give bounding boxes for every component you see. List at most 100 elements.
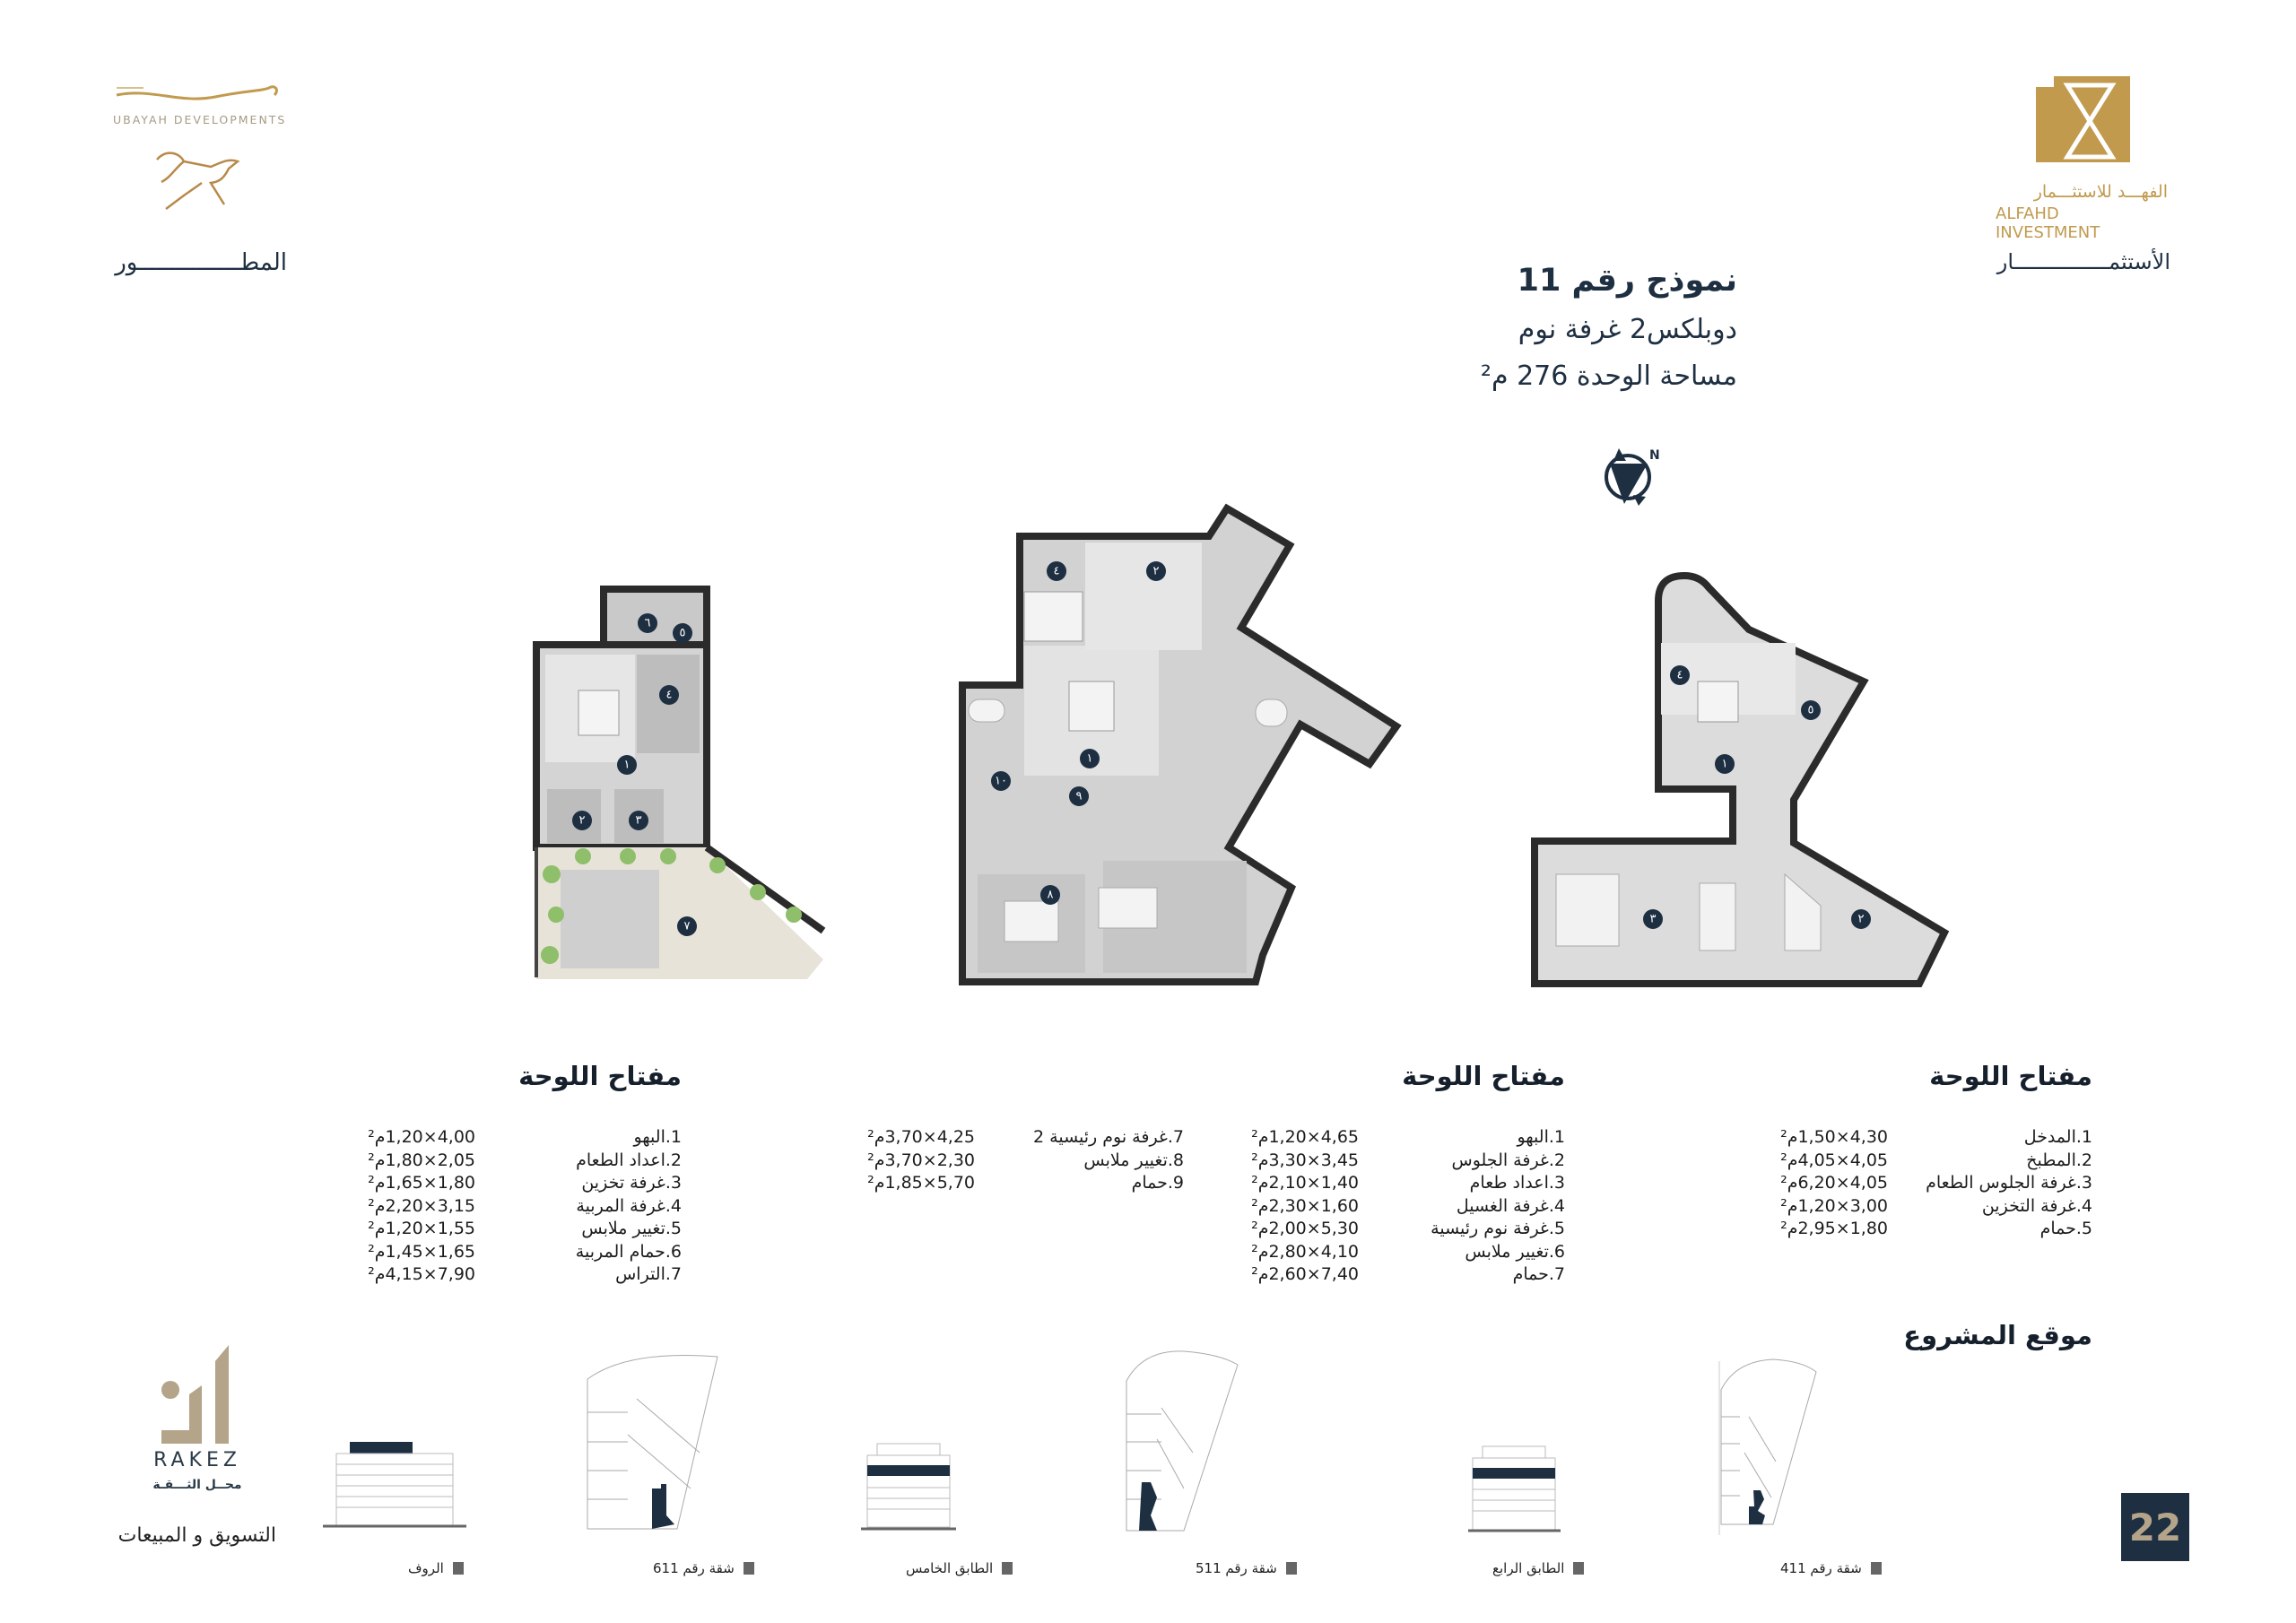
legend-dims: 7,40×2,60م² xyxy=(1251,1264,1359,1284)
legend-item: 7.غرفة نوم رئيسية 2 xyxy=(1033,1127,1184,1147)
unit-type: دوبلكس2 غرفة نوم xyxy=(1518,314,1737,345)
legend-ground-dims: 4,30×1,50م² 4,05×4,05م² 4,05×6,20م² 3,00… xyxy=(1780,1126,1888,1241)
alfahd-emblem-icon xyxy=(2036,76,2130,162)
legend-item: 4.غرفة الغسيل xyxy=(1456,1195,1565,1216)
label-text: شقة رقم 511 xyxy=(1196,1560,1277,1576)
legend-item: 3.غرفة تخزين xyxy=(581,1173,682,1193)
legend-dims: 1,40×2,10م² xyxy=(1251,1173,1359,1193)
legend-square-icon xyxy=(1573,1562,1585,1575)
legend-item: 6.تغيير ملابس xyxy=(1465,1241,1565,1262)
legend-dims: 1,65×1,45م² xyxy=(368,1241,475,1262)
legend-dims: 2,05×1,80م² xyxy=(368,1150,475,1170)
rakez-mark-icon xyxy=(161,1345,229,1444)
legend-square-icon xyxy=(1002,1562,1013,1575)
legend-item: 1.البهو xyxy=(633,1127,682,1147)
marker-3: ٣ xyxy=(1650,913,1657,926)
label-text: الطابق الرابع xyxy=(1492,1560,1565,1576)
investor-label: الأستثمـــــــــــــــار xyxy=(1996,249,2170,274)
label-text: الطابق الخامس xyxy=(906,1560,994,1576)
svg-text:N: N xyxy=(1649,448,1660,463)
legend-dims: 7,90×4,15م² xyxy=(368,1264,475,1284)
horse-icon xyxy=(156,152,240,210)
marker-2: ٢ xyxy=(579,814,586,828)
legend-item: 6.حمام المربية xyxy=(575,1241,682,1262)
marker-2: ٢ xyxy=(1858,913,1865,926)
site-plan-611-icon xyxy=(587,1354,718,1530)
marker-5: ٥ xyxy=(680,627,686,640)
legend-roof-heading: مفتاح اللوحة xyxy=(518,1061,682,1091)
rakez-logo: RAKEZ محــل الثـــقـة xyxy=(117,1345,278,1506)
legend-dims: 1,55×1,20م² xyxy=(368,1219,475,1238)
legend-item: 5.غرفة نوم رئيسية xyxy=(1431,1219,1565,1238)
legend-item: 3.غرفة الجلوس الطعام xyxy=(1926,1173,2092,1193)
legend-square-icon xyxy=(1285,1562,1297,1575)
legend-dims: 4,65×1,20م² xyxy=(1251,1127,1359,1147)
label-text: الروف xyxy=(408,1560,444,1576)
developer-label: المطـــــــــــــــور xyxy=(115,249,287,276)
legend-item: 1.المدخل xyxy=(2023,1127,2092,1147)
marker-7: ٧ xyxy=(684,920,691,933)
unit-area: مساحة الوحدة 276 م² xyxy=(1480,360,1737,392)
investor-logo-en: ALFAHD INVESTMENT xyxy=(1996,204,2100,242)
label-fourth-floor: الطابق الرابع xyxy=(1492,1560,1585,1576)
legend-item: 4.غرفة المربية xyxy=(576,1195,682,1216)
label-text: شقة رقم 411 xyxy=(1780,1560,1862,1576)
legend-upper-names-cont: 7.غرفة نوم رئيسية 2 8.تغيير ملابس 9.حمام xyxy=(1033,1126,1184,1195)
label-fifth-floor: الطابق الخامس xyxy=(906,1560,1013,1576)
legend-item: 5.حمام xyxy=(2039,1219,2092,1238)
rakez-tagline: محــل الثـــقـة xyxy=(152,1478,242,1492)
legend-item: 2.اعداد الطعام xyxy=(576,1150,682,1170)
marker-4: ٤ xyxy=(1054,565,1060,578)
site-plan-411-icon xyxy=(1720,1358,1817,1525)
building-fifth-icon xyxy=(861,1443,956,1531)
legend-roof-names: 1.البهو 2.اعداد الطعام 3.غرفة تخزين 4.غر… xyxy=(576,1126,682,1287)
building-fourth-icon xyxy=(1468,1445,1561,1532)
legend-dims: 1,60×2,30م² xyxy=(1251,1195,1359,1216)
label-roof: الروف xyxy=(408,1560,464,1576)
legend-dims: 5,30×2,00م² xyxy=(1251,1219,1359,1238)
marker-1: ١ xyxy=(1722,758,1728,771)
legend-item: 7.حمام xyxy=(1512,1264,1565,1284)
apt-611-highlight xyxy=(652,1484,674,1529)
legend-upper-heading: مفتاح اللوحة xyxy=(1402,1061,1565,1091)
label-apt-611: شقة رقم 611 xyxy=(653,1560,754,1576)
legend-dims: 1,80×2,95م² xyxy=(1780,1219,1888,1238)
legend-item: 8.تغيير ملابس xyxy=(1083,1150,1184,1170)
investor-logo-ar: الفهـــد للاستثـــمار xyxy=(2033,182,2168,202)
legend-dims: 2,30×3,70م² xyxy=(867,1150,975,1170)
legend-item: 9.حمام xyxy=(1131,1173,1184,1193)
legend-dims: 4,30×1,50م² xyxy=(1780,1127,1888,1147)
legend-square-icon xyxy=(743,1562,754,1575)
legend-square-icon xyxy=(1870,1562,1882,1575)
label-apt-511: شقة رقم 511 xyxy=(1196,1560,1297,1576)
page-number-badge: 22 xyxy=(2121,1493,2189,1561)
apt-411-highlight xyxy=(1749,1490,1765,1524)
marker-2: ٢ xyxy=(1153,565,1160,578)
model-title: نموذج رقم 11 xyxy=(1517,263,1737,299)
legend-item: 2.غرفة الجلوس xyxy=(1451,1150,1566,1170)
legend-dims: 4,05×6,20م² xyxy=(1780,1173,1888,1193)
legend-upper-dims-cont: 4,25×3,70م² 2,30×3,70م² 5,70×1,85م² xyxy=(867,1126,975,1195)
legend-upper-names: 1.البهو 2.غرفة الجلوس 3.اعداد طعام 4.غرف… xyxy=(1431,1126,1565,1287)
legend-ground-heading: مفتاح اللوحة xyxy=(1929,1061,2092,1091)
page-number: 22 xyxy=(2128,1505,2182,1549)
legend-ground-names: 1.المدخل 2.المطبخ 3.غرفة الجلوس الطعام 4… xyxy=(1926,1126,2092,1241)
developer-logo: UBAYAH DEVELOPMENTS xyxy=(108,79,287,227)
marker-9: ٩ xyxy=(1076,790,1083,803)
legend-item: 3.اعداد طعام xyxy=(1469,1173,1565,1193)
building-roof-icon xyxy=(323,1442,466,1528)
apt-511-highlight xyxy=(1139,1482,1157,1531)
legend-item: 1.البهو xyxy=(1517,1127,1565,1147)
legend-dims: 3,00×1,20م² xyxy=(1780,1195,1888,1216)
legend-dims: 4,25×3,70م² xyxy=(867,1127,975,1147)
legend-dims: 3,45×3,30م² xyxy=(1251,1150,1359,1170)
legend-square-icon xyxy=(452,1562,464,1575)
marker-6: ٦ xyxy=(645,617,651,630)
legend-dims: 4,00×1,20م² xyxy=(368,1127,475,1147)
investor-logo: الفهـــد للاستثـــمار ALFAHD INVESTMENT xyxy=(1996,76,2175,242)
legend-item: 2.المطبخ xyxy=(2026,1150,2092,1170)
marker-10: ١٠ xyxy=(995,775,1007,788)
